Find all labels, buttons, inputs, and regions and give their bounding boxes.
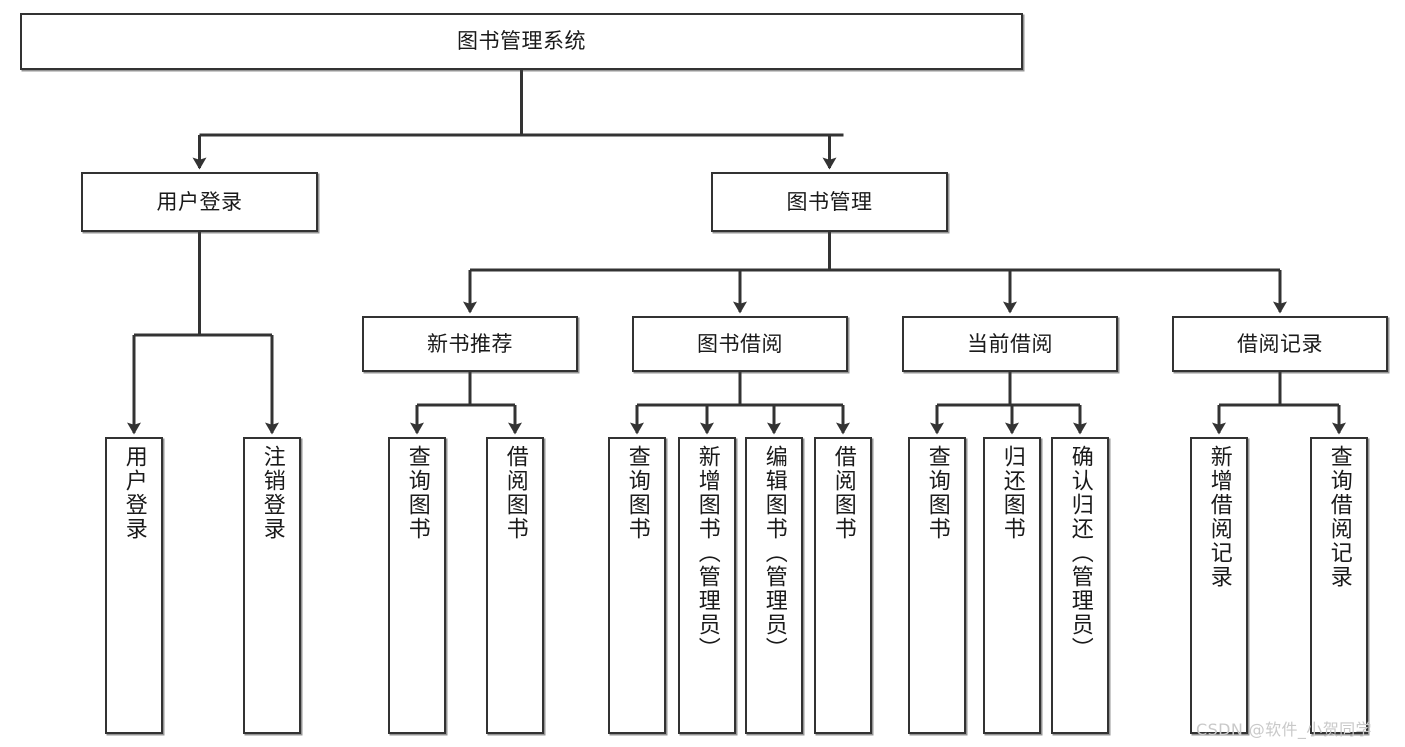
node-leaf-borrow-book[interactable]: 借阅图书 — [814, 437, 872, 734]
node-leaf-user-logout[interactable]: 注销登录 — [243, 437, 301, 734]
node-label: 借阅图书 — [502, 445, 528, 541]
node-leaf-query-book-borrow[interactable]: 查询图书 — [608, 437, 666, 734]
node-label: 新增图书（管理员） — [694, 445, 720, 661]
node-label: 用户登录 — [121, 445, 147, 541]
node-label: 新书推荐 — [427, 331, 513, 356]
node-leaf-confirm-return[interactable]: 确认归还（管理员） — [1051, 437, 1109, 734]
node-leaf-query-book-current[interactable]: 查询图书 — [908, 437, 966, 734]
node-label: 当前借阅 — [967, 331, 1053, 356]
node-label: 新增借阅记录 — [1206, 445, 1232, 589]
node-label: 查询图书 — [404, 445, 430, 541]
node-borrow-record[interactable]: 借阅记录 — [1172, 316, 1388, 372]
node-label: 查询借阅记录 — [1326, 445, 1352, 589]
node-label: 借阅图书 — [830, 445, 856, 541]
node-label: 用户登录 — [156, 189, 243, 214]
node-leaf-edit-book[interactable]: 编辑图书（管理员） — [745, 437, 803, 734]
node-label: 图书管理 — [786, 189, 873, 214]
node-new-book-recommend[interactable]: 新书推荐 — [362, 316, 578, 372]
node-leaf-add-borrow-record[interactable]: 新增借阅记录 — [1190, 437, 1248, 734]
node-label: 查询图书 — [624, 445, 650, 541]
node-label: 确认归还（管理员） — [1067, 445, 1093, 661]
node-current-borrow[interactable]: 当前借阅 — [902, 316, 1118, 372]
node-label: 编辑图书（管理员） — [761, 445, 787, 661]
node-label: 借阅记录 — [1237, 331, 1323, 356]
node-book-borrow[interactable]: 图书借阅 — [632, 316, 848, 372]
node-leaf-query-book-recommend[interactable]: 查询图书 — [388, 437, 446, 734]
node-user-login[interactable]: 用户登录 — [81, 172, 318, 232]
node-root-system[interactable]: 图书管理系统 — [20, 13, 1023, 70]
node-label: 注销登录 — [259, 445, 285, 541]
node-label: 归还图书 — [999, 445, 1025, 541]
node-leaf-add-book[interactable]: 新增图书（管理员） — [678, 437, 736, 734]
node-leaf-user-login[interactable]: 用户登录 — [105, 437, 163, 734]
node-label: 图书借阅 — [697, 331, 783, 356]
node-leaf-return-book[interactable]: 归还图书 — [983, 437, 1041, 734]
node-leaf-query-borrow-record[interactable]: 查询借阅记录 — [1310, 437, 1368, 734]
node-leaf-borrow-book-recommend[interactable]: 借阅图书 — [486, 437, 544, 734]
node-book-manage[interactable]: 图书管理 — [711, 172, 948, 232]
node-label: 查询图书 — [924, 445, 950, 541]
node-label: 图书管理系统 — [457, 29, 586, 54]
